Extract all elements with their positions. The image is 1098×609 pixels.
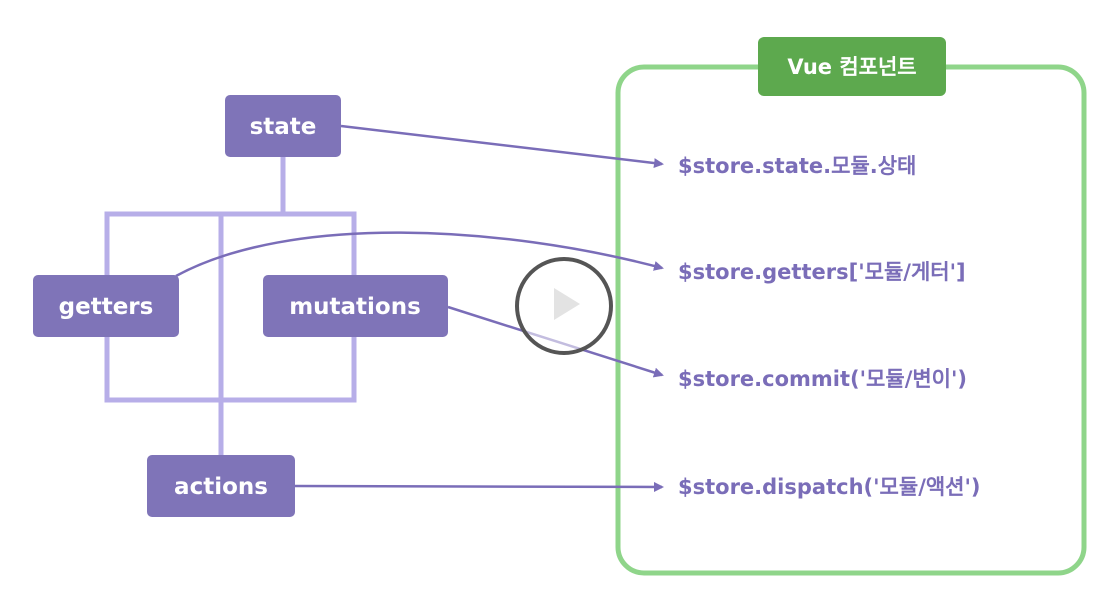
state-arrow [340, 124, 664, 169]
vue-component-title: Vue 컴포넌트 [787, 55, 916, 79]
node-mutations: mutations [263, 275, 448, 337]
actions-arrow [294, 481, 664, 492]
play-icon [554, 288, 580, 320]
vue-component-panel: Vue 컴포넌트 [615, 37, 1087, 576]
node-state-label: state [250, 114, 317, 140]
vue-component-title-badge [758, 37, 946, 96]
node-state: state [225, 95, 341, 157]
api-state-label: $store.state.모듈.상태 [678, 154, 916, 178]
play-button[interactable] [515, 257, 613, 355]
node-actions: actions [147, 455, 295, 517]
node-actions-label: actions [174, 474, 268, 500]
api-getters-label: $store.getters['모듈/게터'] [678, 260, 966, 284]
node-getters: getters [33, 275, 179, 337]
api-dispatch-label: $store.dispatch('모듈/액션') [678, 475, 981, 499]
node-mutations-label: mutations [289, 294, 421, 320]
node-getters-label: getters [59, 294, 154, 320]
api-commit-label: $store.commit('모듈/변이') [678, 367, 967, 391]
getters-arrow [175, 231, 664, 278]
